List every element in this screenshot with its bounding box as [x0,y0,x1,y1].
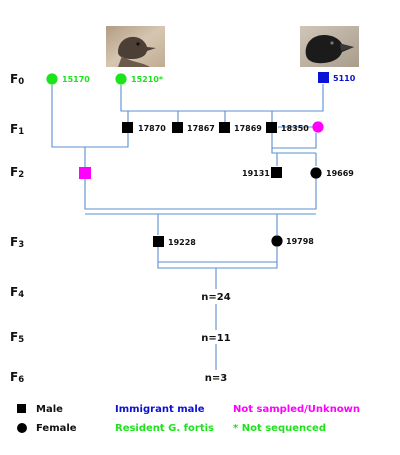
gen-label-f6: F6 [10,370,24,385]
gen-label-f2: F2 [10,165,24,180]
legend-not-sequenced-label: * Not sequenced [233,423,326,434]
f2-male-node [271,167,282,178]
f1-male-1-id: 17870 [138,124,166,133]
f3-individuals: 19228 19798 [153,235,314,247]
f1-male-node-2 [172,122,183,133]
pedigree-edges [51,84,324,370]
f3-female-id: 19798 [286,237,314,246]
f0-individuals: 15170 15210* 5110 [46,72,356,85]
f2-unknown-male-node [79,167,91,179]
f1-male-node-4 [266,122,277,133]
legend-female-swatch [17,423,27,433]
f0-female-resident-node [46,73,58,85]
generation-labels: F0 F1 F2 F3 F4 F5 F6 [10,72,24,385]
legend: Male Female Immigrant male Resident G. f… [17,404,360,434]
f6-count: n=3 [205,373,227,384]
gen-label-f0: F0 [10,72,24,87]
bird-photo-resident [106,26,165,67]
f2-female-id: 19669 [326,169,354,178]
f5-count: n=11 [201,333,230,344]
f0-immigrant-id: 5110 [333,74,356,83]
gen-label-f1: F1 [10,122,24,137]
gen-label-f5: F5 [10,330,24,345]
f0-female-resident-node-2 [115,73,127,85]
f0-immigrant-male-node [318,72,329,83]
legend-male-label: Male [36,404,63,415]
f1-male-2-id: 17867 [187,124,215,133]
legend-male-swatch [17,404,26,413]
f1-individuals: 17870 17867 17869 18350 [122,121,324,133]
f3-male-node [153,236,164,247]
bird-photo-immigrant [300,26,359,67]
f1-male-4-id: 18350 [281,124,309,133]
f2-individuals: 19131 19669 [79,167,354,179]
f0-female-1-id: 15170 [62,75,90,84]
f4-count: n=24 [201,292,230,303]
f3-male-id: 19228 [168,238,196,247]
gen-label-f3: F3 [10,235,24,250]
legend-immigrant-label: Immigrant male [115,404,205,415]
f2-female-node [310,167,322,179]
f3-female-node [271,235,283,247]
f1-male-3-id: 17869 [234,124,262,133]
legend-unknown-label: Not sampled/Unknown [233,404,360,415]
legend-resident-label: Resident G. fortis [115,423,214,434]
f2-male-id: 19131 [242,169,270,178]
f0-female-2-id: 15210* [131,75,164,84]
f1-male-node-1 [122,122,133,133]
gen-label-f4: F4 [10,285,24,300]
offspring-counts: n=24 n=11 n=3 [201,292,230,384]
f1-unknown-female-node [312,121,324,133]
f1-male-node-3 [219,122,230,133]
legend-female-label: Female [36,423,77,434]
